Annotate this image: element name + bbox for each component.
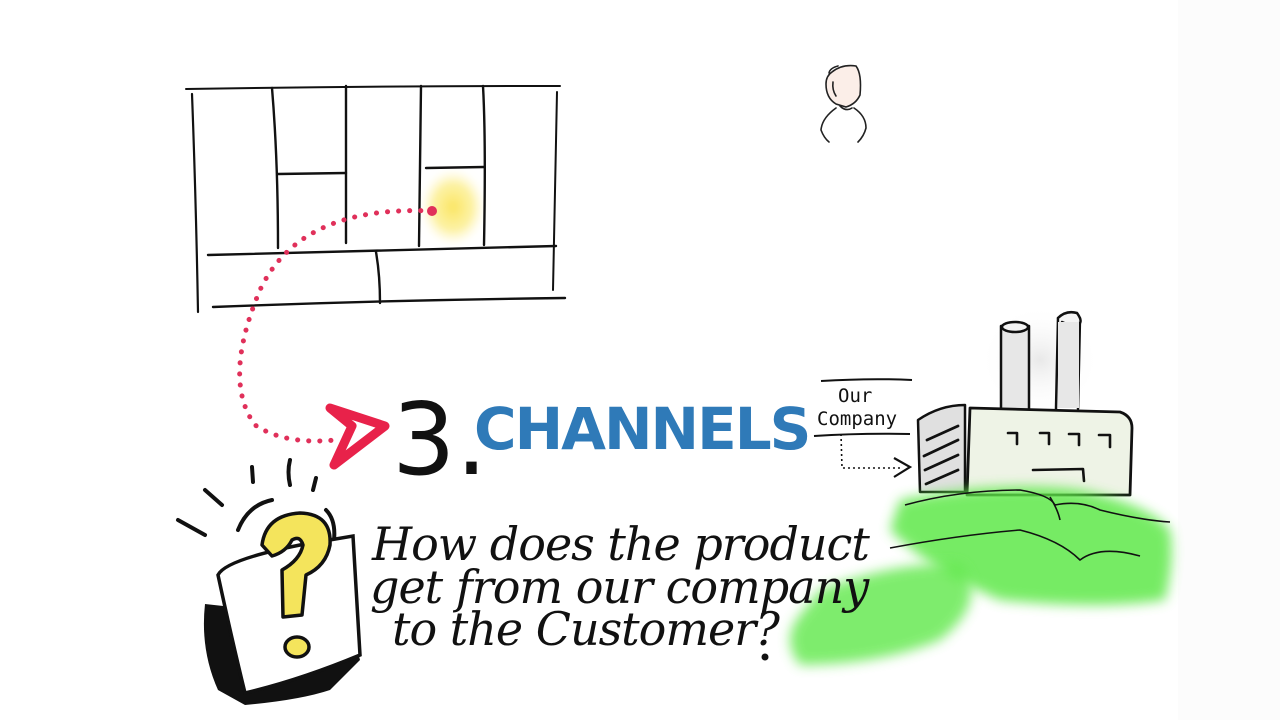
factory-label-company: Company: [817, 408, 897, 430]
section-title: CHANNELS: [474, 395, 809, 463]
factory-icon: [916, 305, 1134, 497]
dotted-arrow-path: [237, 206, 437, 444]
business-model-canvas: [185, 84, 567, 314]
right-edge-strip: [1178, 0, 1280, 720]
question-line-3: to the Customer?: [392, 602, 780, 656]
question-line-2: get from our company: [370, 560, 870, 614]
factory-label-our: Our: [838, 385, 872, 407]
question-line-1: How does the product: [371, 517, 870, 571]
factory-label: Our Company: [813, 378, 913, 478]
person-icon: [820, 64, 867, 143]
channels-question: How does the product get from our compan…: [370, 517, 871, 661]
arrow-icon: [325, 403, 390, 470]
question-box-icon: [176, 458, 362, 705]
green-landscape: [790, 486, 1172, 665]
section-number: 3.: [392, 381, 487, 498]
